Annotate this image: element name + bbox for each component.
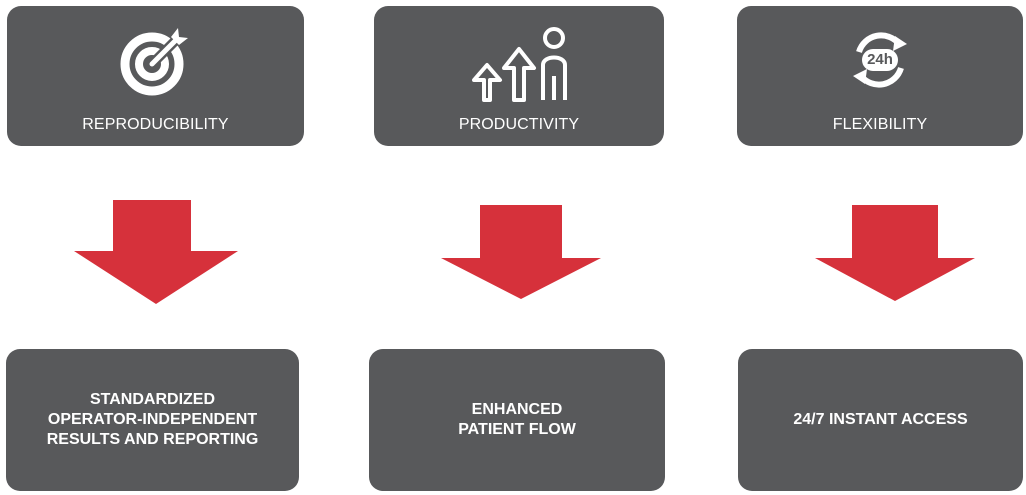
- target-arrow-icon: [120, 28, 188, 96]
- arrow-down-icon: [74, 200, 238, 304]
- arrow-down-icon: [815, 205, 975, 301]
- flexibility-card: 24h FLEXIBILITY: [737, 6, 1023, 146]
- arrow-down-icon: [441, 205, 601, 299]
- reproducibility-card: REPRODUCIBILITY: [7, 6, 304, 146]
- outcome-card-reproducibility: STANDARDIZED OPERATOR-INDEPENDENT RESULT…: [6, 349, 299, 491]
- outcome-text: ENHANCED PATIENT FLOW: [458, 401, 576, 438]
- reproducibility-label: REPRODUCIBILITY: [82, 116, 229, 133]
- 24h-text: 24h: [867, 51, 893, 68]
- outcome-card-flexibility: 24/7 INSTANT ACCESS: [738, 349, 1023, 491]
- outcome-text: STANDARDIZED OPERATOR-INDEPENDENT RESULT…: [46, 391, 259, 448]
- outcome-card-productivity: ENHANCED PATIENT FLOW: [369, 349, 665, 491]
- 24h-cycle-icon: 24h: [840, 20, 920, 100]
- productivity-label: PRODUCTIVITY: [458, 116, 580, 133]
- outcome-text: 24/7 INSTANT ACCESS: [793, 411, 968, 428]
- arrows-up-person-icon: [472, 27, 567, 102]
- productivity-card: PRODUCTIVITY: [374, 6, 664, 146]
- flexibility-label: FLEXIBILITY: [832, 116, 928, 133]
